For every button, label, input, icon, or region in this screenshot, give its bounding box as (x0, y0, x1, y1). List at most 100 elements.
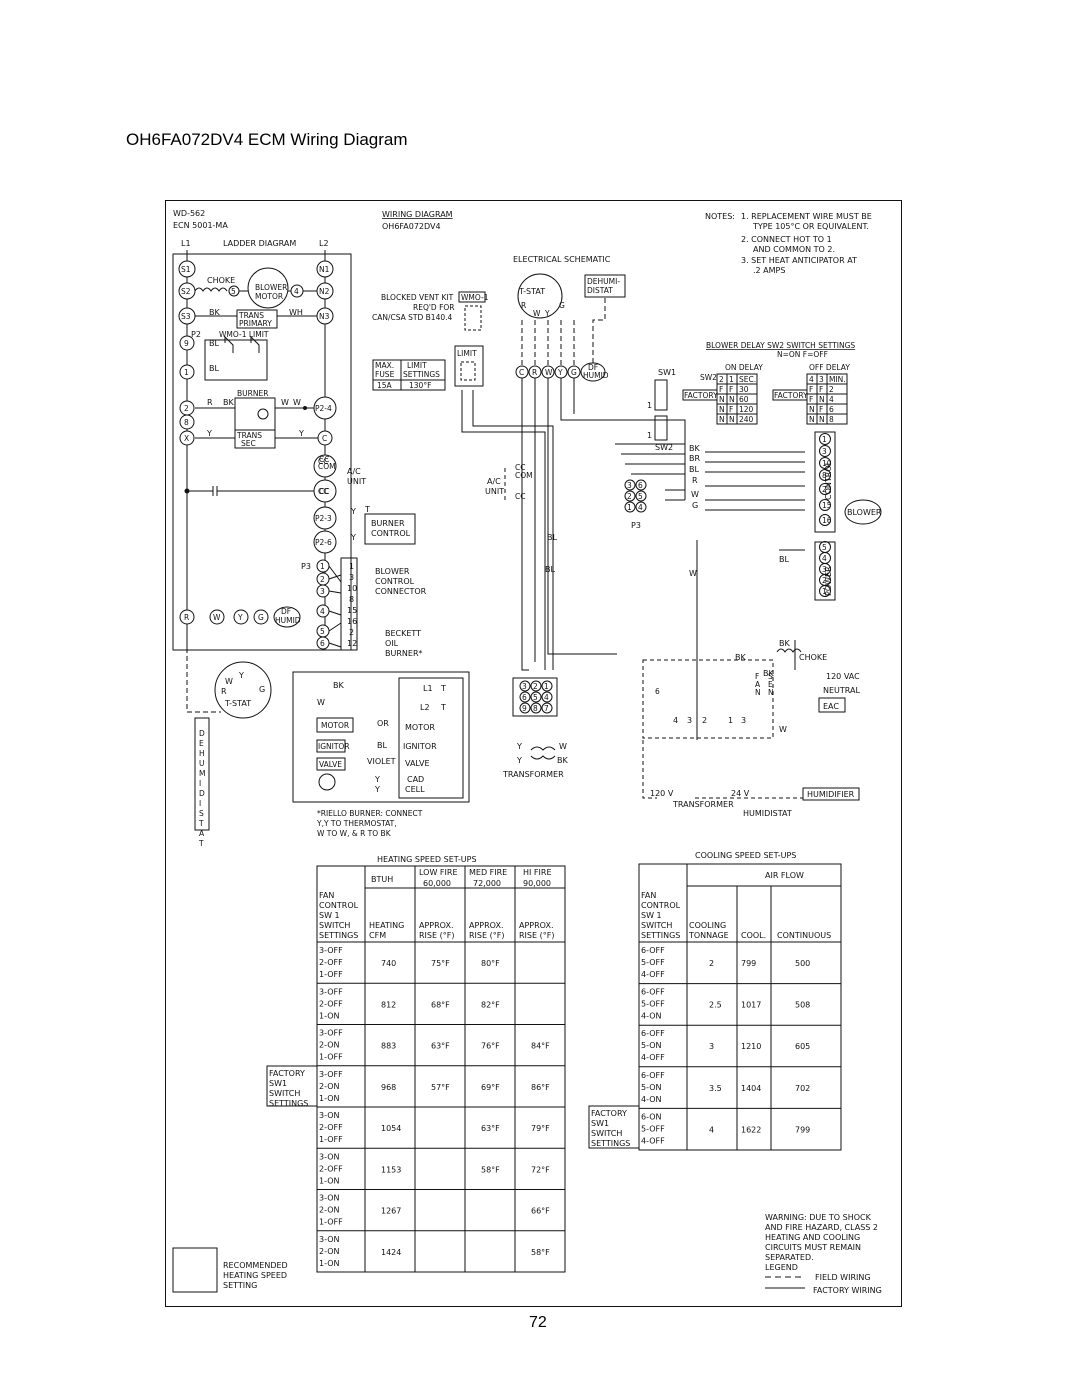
terminal-label: G (258, 613, 264, 622)
note-line: .2 AMPS (753, 266, 785, 275)
fuse-limit-table: MAX. LIMIT FUSE SETTINGS 15A 130°F (372, 359, 446, 391)
heating-cfm-value: 1153 (381, 1165, 401, 1174)
violet-label: VIOLET (367, 757, 396, 766)
switch-setting: 1-ON (319, 1176, 339, 1185)
y-label: Y (298, 429, 304, 438)
terminal-label: C (519, 368, 524, 377)
p3-pin (624, 501, 636, 513)
delay-value: F (809, 395, 813, 404)
wiring-heading: WIRING DIAGRAM (382, 210, 453, 219)
p3-pin (635, 490, 647, 502)
oil-label: OIL (385, 639, 399, 648)
riello-pin (519, 691, 531, 703)
delay-value: N (809, 405, 815, 414)
power-pin-label: 4 (822, 554, 827, 563)
heating-cfm: HEATING (369, 921, 404, 930)
factory-label: SETTINGS (591, 1139, 630, 1148)
bk-label: BK (779, 639, 790, 648)
delay-value: F (809, 385, 813, 394)
tstat-pin: R (521, 301, 526, 310)
riello-pin (530, 680, 542, 692)
wmo-limit-label: WMO-1 LIMIT (219, 330, 269, 339)
rise-value: 69°F (481, 1083, 500, 1092)
y-label: Y (516, 742, 522, 751)
col-head: FAN (319, 891, 334, 900)
terminal-label: S2 (181, 287, 191, 296)
riello-pin-label: 3 (522, 682, 527, 691)
switch-setting: 3-OFF (319, 1070, 343, 1079)
bk-label: BK (557, 756, 568, 765)
trans-label: TRANS (236, 431, 262, 440)
control-pin (819, 469, 831, 481)
cool-label: COOL. (741, 931, 766, 940)
heating-cfm-value: 1054 (381, 1124, 401, 1133)
model-number: OH6FA072DV4 (382, 222, 441, 231)
blower-motor-symbol (247, 267, 289, 309)
sense-label: N (768, 688, 774, 697)
eac-label: EAC (823, 702, 839, 711)
continuous-cfm-value: 500 (795, 959, 810, 968)
y-label: Y (206, 429, 212, 438)
control-label: CONTROL (375, 577, 415, 586)
air-flow-label: AIR FLOW (765, 871, 804, 880)
terminal-label: 8 (184, 418, 189, 427)
delay-cell (736, 413, 758, 425)
power-pin-label: 3 (822, 565, 827, 574)
df-label: DF (588, 363, 598, 372)
col-head: CONTROL (641, 901, 681, 910)
com-label: COM (515, 471, 533, 480)
continuous-cfm-value: 508 (795, 1001, 810, 1010)
unit-label: UNIT (347, 477, 366, 486)
pin-label: 16 (347, 617, 357, 626)
riello-pin-label: 2 (533, 682, 538, 691)
delay-cell (826, 413, 848, 425)
switch-setting: 1-OFF (319, 1218, 343, 1227)
control-pin-label: 3 (822, 447, 827, 456)
switch-setting: 2-OFF (319, 1164, 343, 1173)
tonnage-label: COOLING (689, 921, 726, 930)
tonnage-value: 3 (709, 1042, 714, 1051)
ac-label: A/C (347, 467, 361, 476)
switch-setting: 2-OFF (319, 999, 343, 1008)
fire-label: LOW FIRE (419, 868, 458, 877)
notes-label: NOTES: (705, 212, 735, 221)
rise-value: 72°F (531, 1165, 550, 1174)
fire-label: MED FIRE (469, 868, 507, 877)
heating-cfm-value: 812 (381, 1000, 396, 1009)
switch-setting: 1-OFF (319, 1053, 343, 1062)
rise-value: 86°F (531, 1083, 550, 1092)
delay-value: 240 (739, 415, 754, 424)
wmo-label: WMO-1 (461, 293, 489, 302)
cc-label: CC (515, 492, 525, 501)
limit-label: LIMIT (457, 349, 477, 358)
riello-note: Y,Y TO THERMOSTAT, (316, 819, 397, 828)
switch-setting: 5-OFF (641, 1000, 665, 1009)
p3-pin (635, 479, 647, 491)
pin-label: 8 (349, 595, 354, 604)
riello-pin (519, 702, 531, 714)
wire-color-labels: BK BR BL R W G (689, 444, 700, 510)
rise-value: 82°F (481, 1000, 500, 1009)
delay-value: 60 (739, 395, 749, 404)
pin-label: 10 (347, 584, 357, 593)
y-label: Y (374, 775, 380, 784)
motor-label: MOTOR (405, 723, 435, 732)
blocked-vent-label: REQ'D FOR (413, 303, 455, 312)
switch-setting: 5-OFF (641, 958, 665, 967)
switch-setting: 3-OFF (319, 987, 343, 996)
page-number: 72 (529, 1314, 547, 1331)
switch-setting: 1-OFF (319, 970, 343, 979)
fuse-value: 130°F (409, 381, 431, 390)
p3-pin-label: 5 (638, 492, 643, 501)
l2-label: L2 (420, 703, 430, 712)
warning-line: WARNING: DUE TO SHOCK (765, 1213, 872, 1222)
factory-label: SWITCH (269, 1089, 300, 1098)
switch-setting: 2-ON (319, 1247, 339, 1256)
wire-label: BK (689, 444, 700, 453)
pin-label: 1 (320, 562, 325, 571)
control-pin-label: 1 (822, 435, 827, 444)
blower-delay-table: BLOWER DELAY SW2 SWITCH SETTINGS N=ON F=… (682, 341, 855, 425)
